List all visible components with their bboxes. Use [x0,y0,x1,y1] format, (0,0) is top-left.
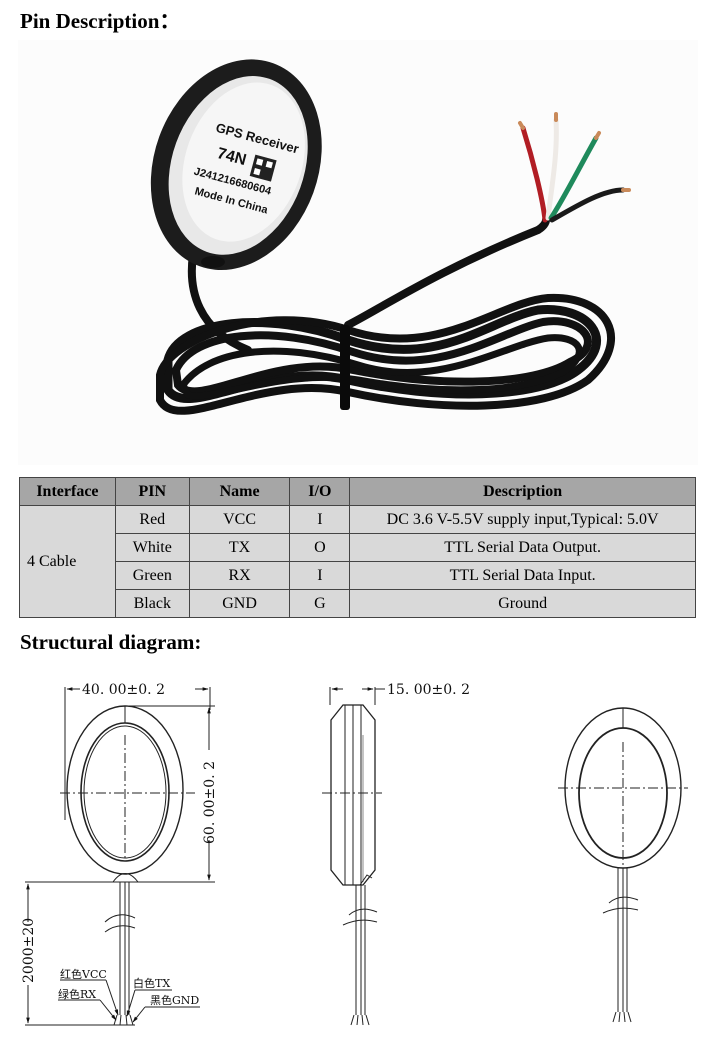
header-pin: PIN [114,477,190,506]
header-description: Description [349,477,696,506]
label-white-tx: 白色TX [133,976,170,990]
table-row: Black GND G Ground [20,589,696,618]
io-cell: G [289,589,351,618]
coiled-cable [156,216,616,415]
side-view [322,687,385,1026]
io-cell: I [289,561,351,590]
label-green-rx: 绿色RX [58,987,96,1001]
pin-cell: Green [114,561,190,590]
table-header-row: Interface PIN Name I/O Description [19,477,696,506]
thickness-dimension: 15. 00±0. 2 [387,682,470,698]
table-row: 4 Cable Red VCC I DC 3.6 V-5.5V supply i… [19,505,696,618]
pin-cell: White [114,533,190,562]
back-view [558,707,688,1023]
cable-length-dimension: 2000±20 [21,918,37,983]
header-name: Name [188,477,291,506]
header-interface: Interface [19,477,116,506]
description-cell: Ground [349,589,696,618]
pin-table: Interface PIN Name I/O Description 4 Cab… [19,477,696,618]
exposed-wires [518,112,631,223]
structural-diagram-heading: Structural diagram: [20,630,202,654]
description-cell: DC 3.6 V-5.5V supply input,Typical: 5.0V [349,505,696,534]
label-black-gnd: 黑色GND [150,993,199,1007]
pin-description-heading: Pin Description： [20,9,181,33]
io-cell: O [289,533,351,562]
label-red-vcc: 红色VCC [60,967,107,981]
pin-cell: Red [114,505,190,534]
description-cell: TTL Serial Data Output. [349,533,696,562]
front-view [25,687,215,1026]
name-cell: TX [188,533,291,562]
pin-cell: Black [114,589,190,618]
table-row: White TX O TTL Serial Data Output. [20,533,696,562]
gps-receiver-puck [150,59,322,270]
name-cell: VCC [188,505,291,534]
io-cell: I [289,505,351,534]
height-dimension: 60. 00±0. 2 [202,761,218,844]
description-cell: TTL Serial Data Input. [349,561,696,590]
interface-cell: 4 Cable [19,505,116,618]
structural-diagram: 40. 00±0. 2 15. 00±0. 2 60. 00±0. 2 2000… [0,660,715,1044]
table-row: Green RX I TTL Serial Data Input. [20,561,696,590]
name-cell: GND [188,589,291,618]
product-photo: GPS Receiver 74N J241216680604 Mode In C… [18,40,698,465]
width-dimension: 40. 00±0. 2 [82,682,165,698]
name-cell: RX [188,561,291,590]
header-io: I/O [289,477,351,506]
